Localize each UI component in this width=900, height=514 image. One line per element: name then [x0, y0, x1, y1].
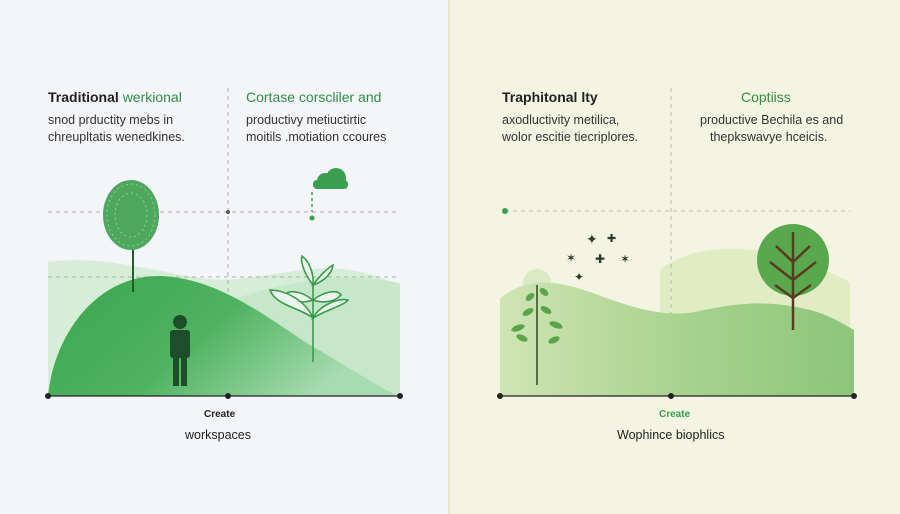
main-hill	[500, 282, 854, 396]
svg-text:✚: ✚	[607, 232, 616, 245]
svg-text:✚: ✚	[595, 252, 605, 266]
heading-bold: Traditional	[48, 89, 119, 105]
guide-dot	[226, 210, 230, 214]
baseline-dot	[668, 393, 674, 399]
text-line: productivy metiuctirtic	[246, 113, 367, 127]
baseline-dot	[497, 393, 503, 399]
sapling-icon	[268, 254, 350, 362]
text-line: snod prductity mebs in	[48, 113, 174, 127]
main-hill	[48, 275, 398, 396]
svg-text:✦: ✦	[574, 270, 584, 284]
left-col1-heading: Traditional werkional	[48, 89, 182, 105]
right-panel: ✦ ✚ ✶ ✚ ✶ ✦	[450, 0, 900, 514]
heading-text: Coptiiss	[741, 89, 791, 105]
panel-divider	[448, 0, 450, 514]
left-panel: Traditional werkional snod prductity meb…	[0, 0, 450, 514]
svg-text:✦: ✦	[586, 232, 598, 248]
right-col1-text: axodluctivity metilica, wolor escitie ti…	[502, 112, 638, 146]
right-col1-heading: Traphitonal lty	[502, 89, 598, 105]
left-col2-text: productivy metiuctirtic moitils .motiati…	[246, 112, 386, 146]
sparkle-icons: ✦ ✚ ✶ ✚ ✶ ✦	[566, 232, 630, 284]
heading-light: werkional	[122, 89, 182, 105]
right-col2-text: productive Bechila es and thepkswavye hc…	[700, 112, 843, 146]
sapling-icon	[511, 285, 563, 385]
left-scene	[45, 88, 403, 399]
baseline-dot	[225, 393, 231, 399]
text-line: moitils .motiation ccoures	[246, 130, 387, 144]
right-caption: Wophince biophlics	[617, 428, 725, 442]
right-caption-label: Create	[659, 409, 691, 420]
baseline-dot	[45, 393, 51, 399]
text-line: productive Bechila es and	[700, 113, 844, 127]
left-caption: workspaces	[185, 428, 251, 442]
left-col2-heading: Cortase corscliler and	[246, 89, 381, 105]
heading-text: Cortase corscliler and	[246, 89, 382, 105]
baseline-dot	[851, 393, 857, 399]
tree-icon	[103, 180, 159, 292]
guide-dot	[502, 208, 508, 214]
text-line: chreupltatis wenedkines.	[48, 130, 185, 144]
left-col1-text: snod prductity mebs in chreupltatis wene…	[48, 112, 185, 146]
cloud-icon	[309, 168, 348, 221]
left-caption-label: Create	[204, 409, 236, 420]
right-scene: ✦ ✚ ✶ ✚ ✶ ✦	[497, 88, 857, 399]
svg-text:✶: ✶	[566, 251, 576, 265]
svg-text:✶: ✶	[620, 252, 630, 266]
text-line: axodluctivity metilica,	[502, 113, 620, 127]
text-line: thepkswavye hceicis.	[710, 130, 828, 144]
tree-icon	[757, 224, 829, 330]
baseline-dot	[397, 393, 403, 399]
person-icon	[170, 315, 190, 386]
text-line: wolor escitie tiecriplores.	[502, 130, 639, 144]
right-col2-heading: Coptiiss	[741, 89, 791, 105]
